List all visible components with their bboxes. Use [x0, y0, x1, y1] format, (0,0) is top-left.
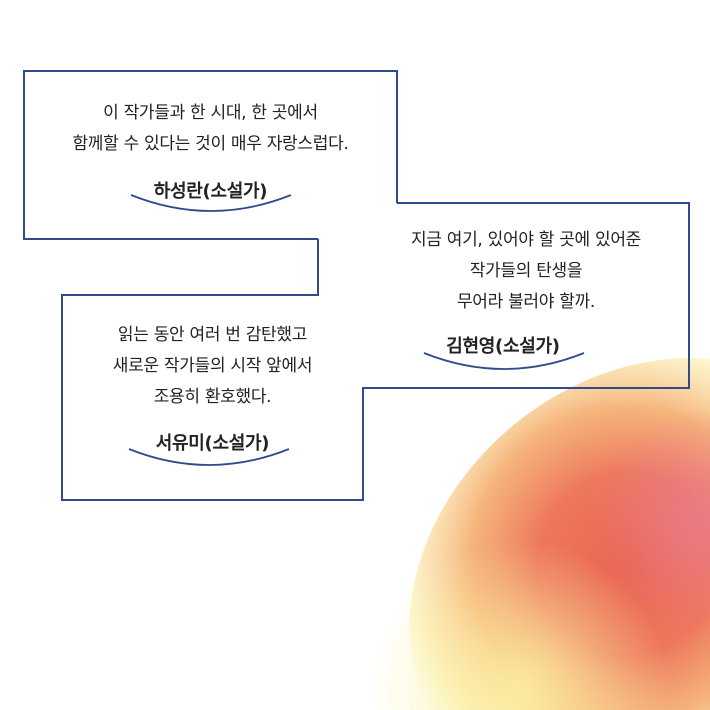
quote-1-text: 이 작가들과 한 시대, 한 곳에서 함께할 수 있다는 것이 매우 자랑스럽다… [24, 98, 397, 160]
swoosh-underline-icon [423, 352, 585, 370]
quote-2-line: 작가들의 탄생을 [469, 261, 583, 281]
quote-1-author: 하성란(소설가) [153, 181, 268, 202]
quote-2-text: 지금 여기, 있어야 할 곳에 있어준 작가들의 탄생을 무어라 불러야 할까. [363, 225, 689, 318]
quote-3-line: 읽는 동안 여러 번 감탄했고 [117, 325, 308, 345]
quote-2-author: 김현영(소설가) [446, 336, 560, 357]
quote-2-line: 무어라 불러야 할까. [456, 292, 596, 312]
quote-1-line: 함께할 수 있다는 것이 매우 자랑스럽다. [72, 134, 349, 154]
quote-3-line: 조용히 환호했다. [153, 387, 272, 407]
swoosh-underline-icon [128, 448, 290, 466]
quote-2-line: 지금 여기, 있어야 할 곳에 있어준 [410, 230, 642, 250]
quote-3-text: 읽는 동안 여러 번 감탄했고 새로운 작가들의 시작 앞에서 조용히 환호했다… [62, 320, 363, 413]
quote-1-line: 이 작가들과 한 시대, 한 곳에서 [103, 103, 318, 123]
swoosh-underline-icon [130, 194, 292, 212]
quote-3-line: 새로운 작가들의 시작 앞에서 [112, 356, 313, 376]
quote-3-author: 서유미(소설가) [155, 433, 270, 454]
